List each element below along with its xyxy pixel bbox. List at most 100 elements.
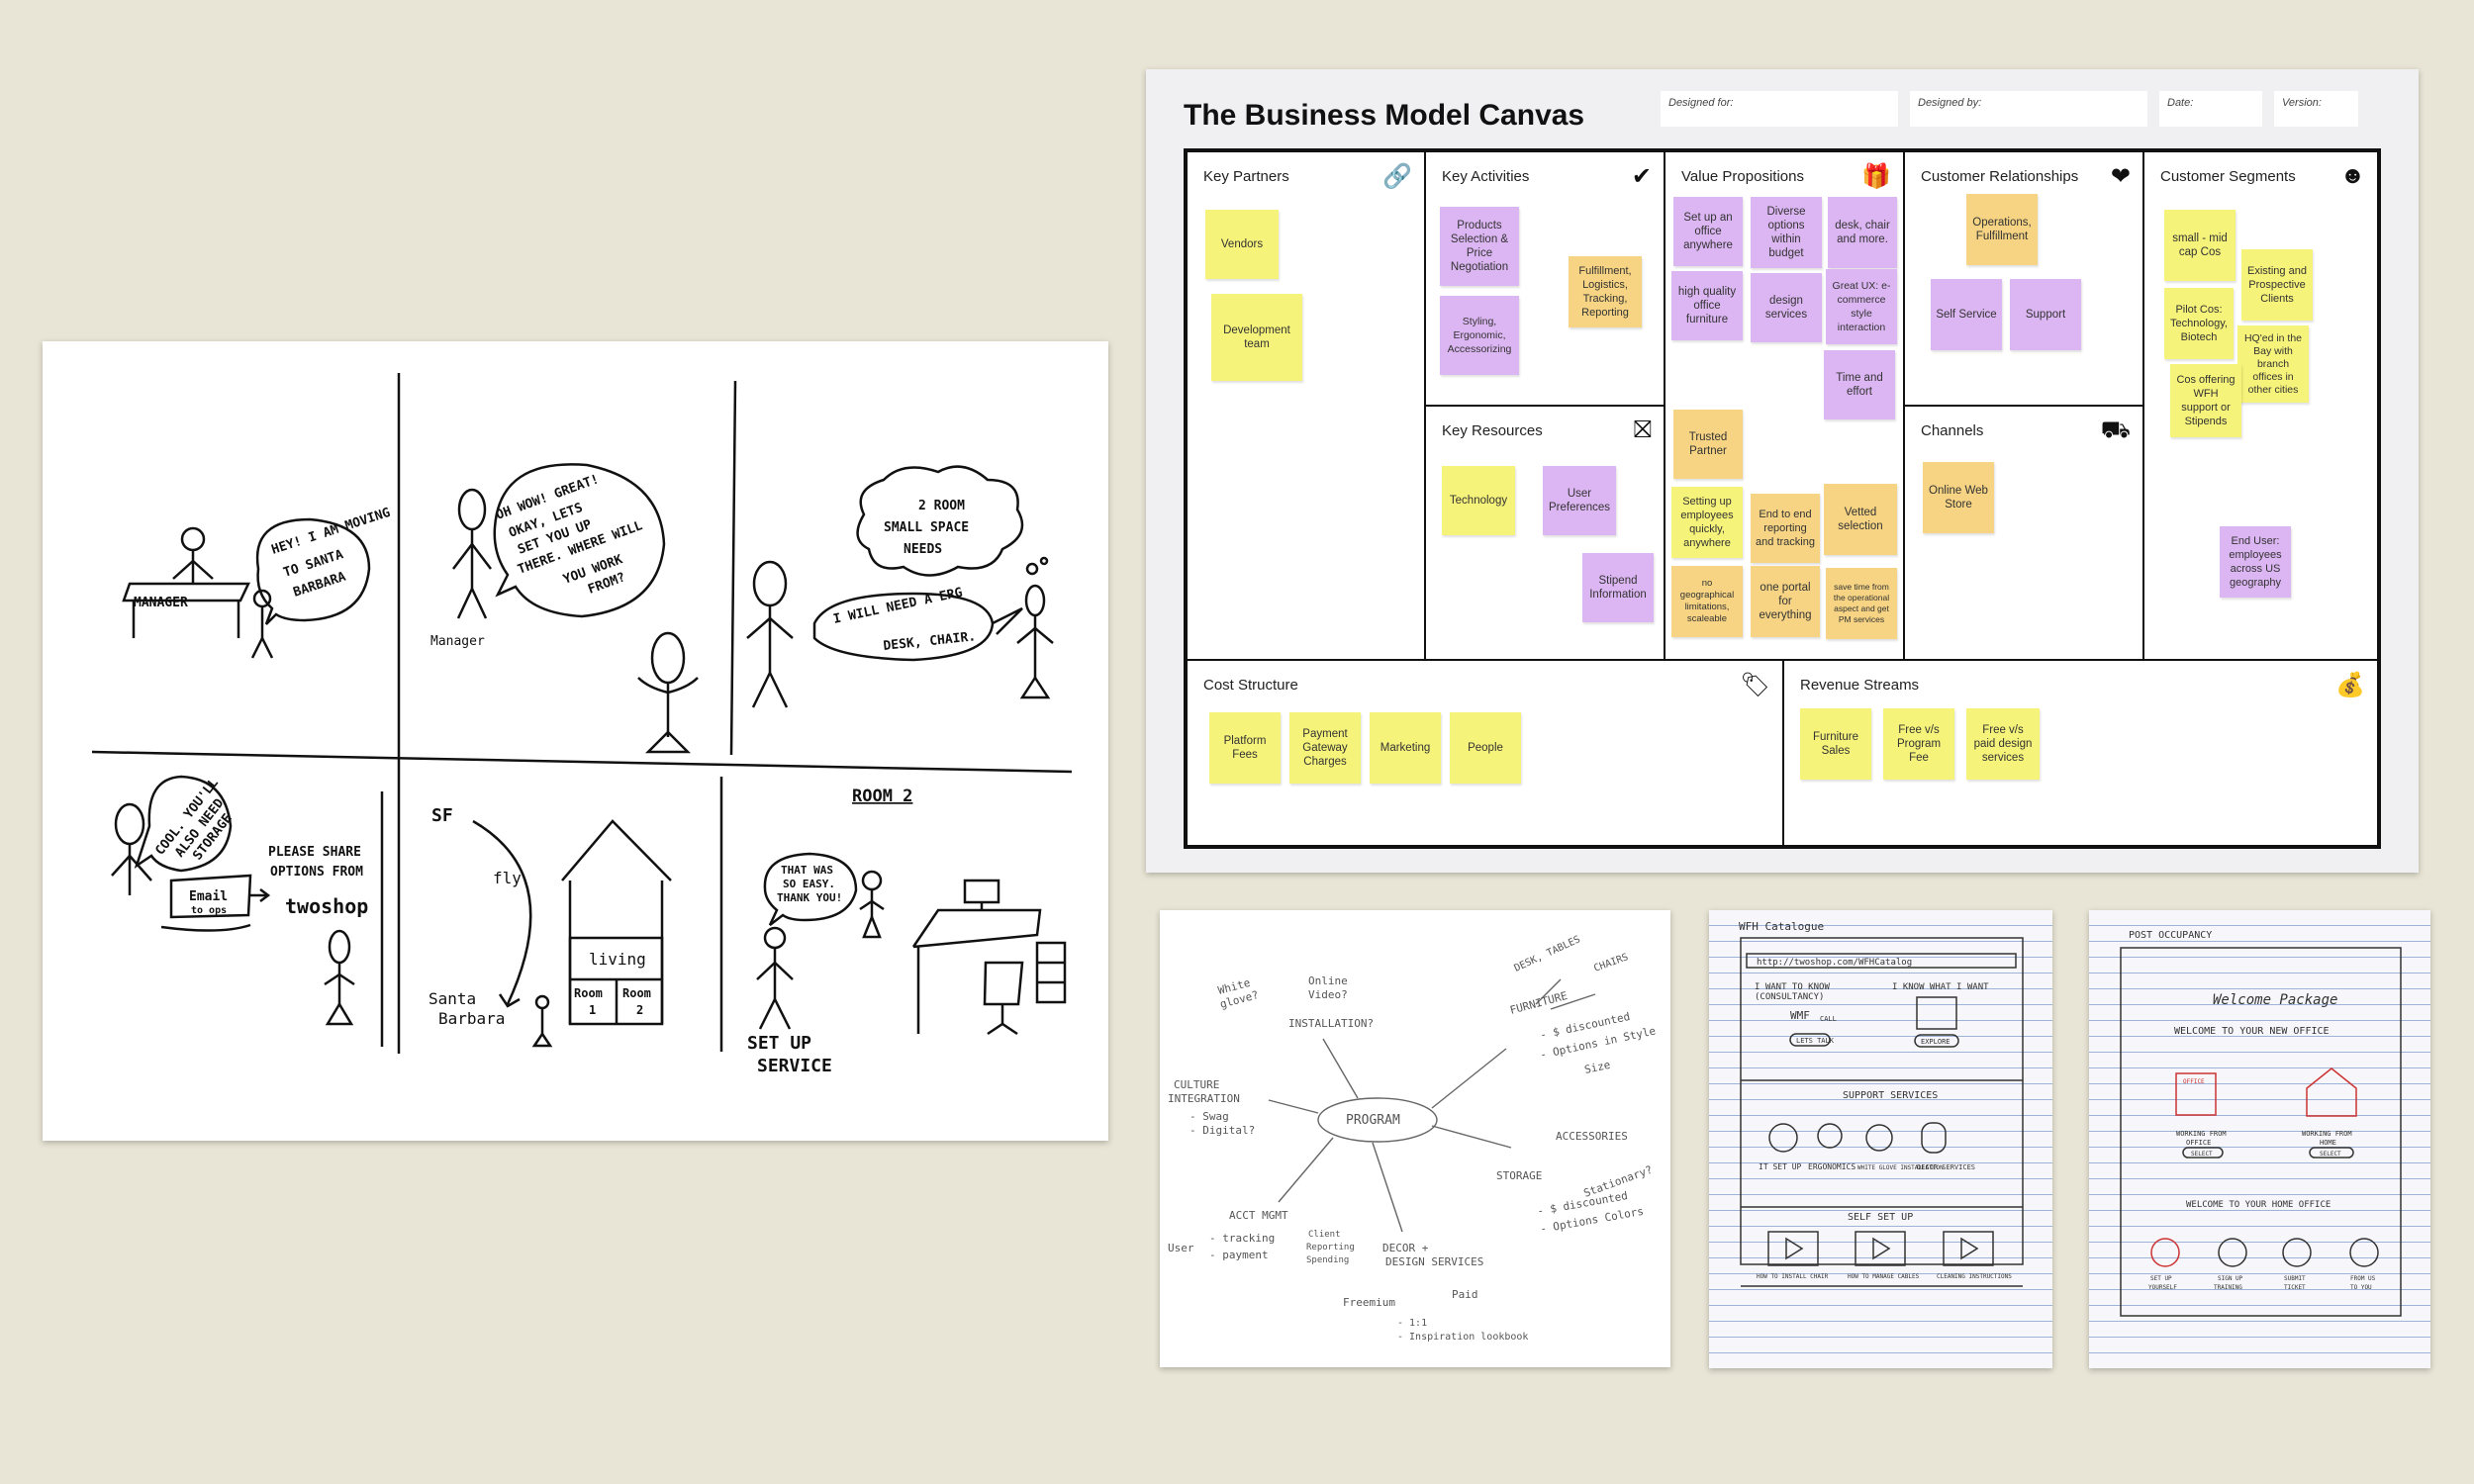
sticky-note: Marketing [1370,712,1441,784]
speech-easy-line3: THANK YOU! [777,891,842,904]
mindmap-online-video-1: Online [1308,974,1348,987]
wfh-title: WFH Catalogue [1739,920,1824,933]
sf-label: SF [431,805,453,826]
wfh-col1-line1: I WANT TO KNOW [1755,982,1830,992]
date-field[interactable]: Date: [2159,91,2262,127]
santa-barbara-line2: Barbara [438,1009,505,1028]
sticky-note: Technology [1442,466,1515,535]
sticky-note: Fulfillment, Logistics, Tracking, Report… [1569,256,1642,327]
mindmap-acct-user: User [1168,1242,1194,1254]
key-activities-label: Key Activities [1442,168,1529,185]
manager-desk-label: MANAGER [134,596,188,610]
factory-icon: ⛝ [1634,417,1652,444]
face-icon: ☻ [2340,162,2365,190]
mindmap-sketch: PROGRAM INSTALLATION? White glove? Onlin… [1160,910,1670,1367]
sticky-note: Online Web Store [1923,462,1994,533]
room1-line2: 1 [589,1003,596,1017]
room2-title: ROOM 2 [852,787,912,806]
mindmap-culture-item-1: - Swag [1189,1110,1229,1123]
mindmap-decor-2: DESIGN SERVICES [1385,1255,1483,1268]
room2-line1: Room [622,986,651,1000]
sticky-note: Set up an office anywhere [1673,197,1743,266]
sticky-note: design services [1751,273,1822,342]
storyboard-sketch: MANAGER HEY! I AM MOVING TO SANTA BARBAR… [43,341,1108,1141]
wfh-call: CALL [1820,1015,1837,1023]
post-package: Welcome Package [2213,992,2337,1008]
wfh-service-it: IT SET UP [1759,1162,1802,1171]
speech-desk-line2: DESK, CHAIR. [883,629,977,654]
mindmap-accessories: ACCESSORIES [1556,1130,1628,1143]
sticky-note: Diverse options within budget [1751,197,1822,268]
post-action-4-line1: FROM US [2350,1275,2376,1282]
sticky-note: Pilot Cos: Technology, Biotech [2164,288,2234,359]
sticky-note: People [1450,712,1521,784]
gift-icon: 🎁 [1861,162,1891,191]
mindmap-decor-item-2: - Inspiration lookbook [1397,1332,1528,1343]
canvas-grid: Key Partners 🔗 Vendors Development team … [1184,148,2381,849]
link-icon: 🔗 [1382,162,1412,191]
flight-label: fly [493,869,522,887]
version-field[interactable]: Version: [2274,91,2358,127]
customer-segments-label: Customer Segments [2160,168,2296,185]
room1-line1: Room [574,986,603,1000]
share-text-line1: PLEASE SHARE [268,845,361,860]
post-select-home[interactable]: SELECT [2320,1151,2341,1158]
post-option1-line2: OFFICE [2186,1139,2211,1147]
email-label-line1: Email [189,889,228,904]
post-action-1-line1: SET UP [2150,1275,2172,1282]
wfh-service-decor: DECOR SERVICES [1917,1163,1975,1171]
setup-service-line2: SERVICE [757,1056,832,1076]
post-title: POST OCCUPANCY [2129,930,2212,941]
sticky-note: save time from the operational aspect an… [1826,568,1897,639]
wfh-self-setup-heading: SELF SET UP [1848,1212,1913,1223]
sticky-note: Furniture Sales [1800,708,1871,780]
check-circle-icon: ✔ [1632,162,1652,191]
value-propositions-label: Value Propositions [1681,168,1804,185]
sticky-note: End User: employees across US geography [2220,526,2291,598]
manager-caption: Manager [430,634,485,649]
post-action-2-line2: TRAINING [2214,1284,2242,1291]
share-text-line2: OPTIONS FROM [270,865,363,880]
setup-service-line1: SET UP [747,1033,811,1054]
mindmap-furniture: FURNITURE [1508,989,1569,1017]
mindmap-freemium: Freemium [1343,1296,1395,1309]
mindmap-drawing: PROGRAM INSTALLATION? White glove? Onlin… [1160,910,1670,1367]
sticky-note: small - mid cap Cos [2164,210,2236,281]
post-action-3-line1: SUBMIT [2284,1275,2306,1282]
mindmap-acct-reporting-1: Reporting [1306,1243,1355,1252]
post-occupancy-sketch: POST OCCUPANCY Welcome Package WELCOME T… [2089,910,2430,1368]
share-brand: twoshop [285,894,368,918]
sticky-note: End to end reporting and tracking [1751,494,1820,563]
designed-by-field[interactable]: Designed by: [1910,91,2147,127]
canvas-title: The Business Model Canvas [1184,99,1584,133]
mindmap-center: PROGRAM [1346,1113,1400,1128]
post-action-1-line2: YOURSELF [2148,1284,2177,1291]
value-propositions-section: Value Propositions 🎁 Set up an office an… [1665,152,1905,661]
post-welcome-home: WELCOME TO YOUR HOME OFFICE [2186,1200,2331,1210]
key-partners-label: Key Partners [1203,168,1289,185]
wfh-video-3: CLEANING INSTRUCTIONS [1937,1273,2012,1280]
mindmap-paid: Paid [1452,1288,1478,1301]
wfh-col2: I KNOW WHAT I WANT [1892,982,1989,992]
mindmap-acct-client: Client [1308,1230,1341,1240]
key-partners-section: Key Partners 🔗 Vendors Development team [1188,152,1426,661]
wfh-wmf: WMF [1790,1009,1810,1022]
mindmap-storage: STORAGE [1496,1169,1542,1182]
mindmap-culture-item-2: - Digital? [1189,1124,1255,1137]
key-activities-section: Key Activities ✔ Products Selection & Pr… [1426,152,1665,407]
wfh-video-2: HOW TO MANAGE CABLES [1848,1273,1920,1280]
mindmap-culture-2: INTEGRATION [1168,1092,1240,1105]
email-label-line2: to ops [191,905,227,916]
post-welcome-office: WELCOME TO YOUR NEW OFFICE [2174,1026,2330,1037]
sticky-note: Development team [1211,294,1302,381]
sticky-note: Self Service [1931,279,2002,350]
post-select-office[interactable]: SELECT [2191,1151,2213,1158]
sticky-note: Cos offering WFH support or Stipends [2170,364,2241,437]
designed-for-field[interactable]: Designed for: [1661,91,1898,127]
sticky-note: Support [2010,279,2081,350]
mindmap-decor-item-1: - 1:1 [1397,1318,1427,1329]
mindmap-online-video-2: Video? [1308,988,1348,1001]
customer-relationships-section: Customer Relationships ❤ Operations, Ful… [1905,152,2144,407]
post-drawing: POST OCCUPANCY Welcome Package WELCOME T… [2089,910,2430,1368]
sticky-note: User Preferences [1543,466,1616,535]
